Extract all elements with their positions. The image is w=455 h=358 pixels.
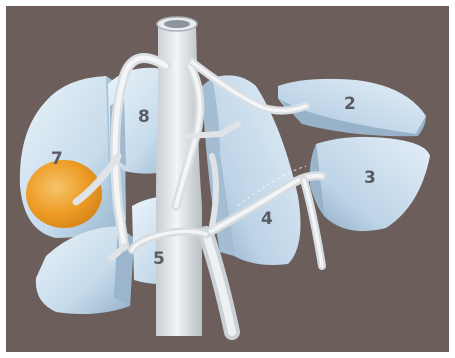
segment-label-4: 4: [261, 209, 273, 229]
liver-segments-diagram: 2 3 4 5 7 8: [6, 6, 449, 352]
segment-label-3: 3: [364, 168, 376, 188]
liver-illustration: 2 3 4 5 7 8: [6, 6, 449, 352]
segment-label-2: 2: [344, 94, 356, 114]
segment-label-7: 7: [51, 149, 63, 169]
segment-label-8: 8: [138, 107, 150, 127]
segment-label-5: 5: [153, 249, 165, 269]
